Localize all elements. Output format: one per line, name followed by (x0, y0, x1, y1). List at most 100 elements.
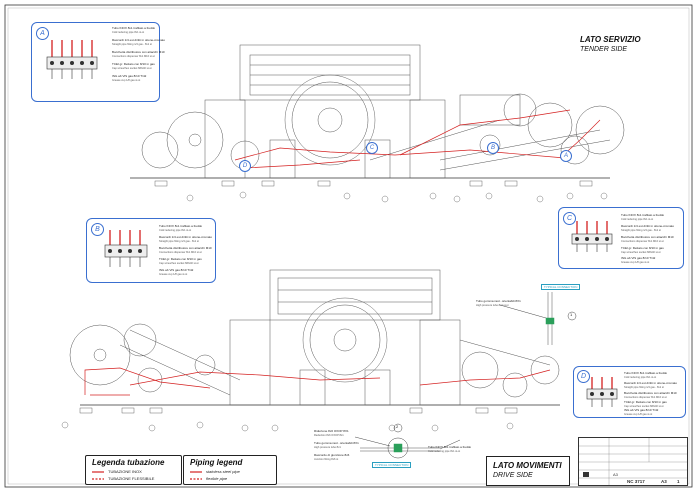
legend-en-swatches (190, 471, 202, 480)
detail-b-line-2: Raccordi 1/4 est diritti in ottone-croma… (159, 235, 213, 239)
detail-a-line-2: Raccordi 1/4 est diritti in ottone-croma… (112, 38, 166, 42)
detail-d-letter: D (577, 370, 590, 383)
title-block-grid (579, 438, 687, 485)
legend-en-title: Piping legend (190, 458, 243, 467)
typical-note-top-sub: High pressure tube 8x1 st-st (476, 304, 509, 307)
detail-d-line-2: Raccordi 1/4 est diritti in ottone-croma… (624, 381, 678, 385)
detail-b-line-5: ING ab VIS gas 8/10 T/42 (159, 268, 194, 272)
detail-d-line-4-sub: Cap screw/hex socket M8x40 st-st (624, 405, 664, 408)
typical-connection-bottom (354, 423, 461, 459)
legend-en-item-1: stainless steel pipe (206, 469, 240, 474)
detail-d-line-5: ING ab VIS gas 8/10 T/42 (624, 408, 659, 412)
detail-b-line-3-sub: Connections dispenser 8x1 M10 st-st (159, 251, 202, 254)
typical-note-bl2: Tubo gomma racc. orientabili 8X1 (314, 441, 359, 445)
typical-note-top: Tubo gomma racc. orientabili 8X1 (476, 299, 521, 303)
title-block: NC 3717 A3 1 A3 (578, 437, 688, 486)
sheet-border (4, 4, 693, 488)
detail-b-valve-icon (104, 230, 148, 267)
detail-a-line-4-sub: Cap screw/hex socket M8x40 st-st (112, 67, 152, 70)
detail-b-letter: B (91, 223, 104, 236)
detail-a-line-3-sub: Connections dispenser 8x1 M10 st-st (112, 55, 155, 58)
typical-note-bl2-sub: High pressure tube 8x1 (314, 446, 341, 449)
detail-a-line-2-sub: Straight pipe fitting 1/4 gas - 8x1 st (112, 43, 152, 46)
detail-c-line-1: Tubo INOX 8x1 trafilato a freddo (621, 213, 665, 217)
detail-a-line-4: TCEI gr. filettato con 8/10 in gas (112, 62, 155, 66)
detail-c-line-5: ING ab VIS gas 8/10 T/42 (621, 256, 656, 260)
detail-d-valve-icon (586, 377, 618, 407)
detail-a-line-3: Bocchetta distributore con attacchi M10 (112, 50, 165, 54)
marker-d: D (239, 160, 251, 172)
marker-b: B (487, 142, 499, 154)
detail-d-line-1-sub: Cold reducing pipe 8x1 st-st (624, 376, 657, 379)
typical-note-br: Tubo INOX 8x1 trafilato a freddo (428, 445, 472, 449)
detail-a-line-5: ING ab VIS gas 8/10 T/42 (112, 74, 147, 78)
typical-note-br-sub: Cold reducing pipe 8x1 st-st (428, 450, 461, 453)
detail-c-letter: C (563, 212, 576, 225)
typical-note-bl1: Riduzione 8x6 OXOP 8X1 (314, 429, 349, 433)
detail-d-line-5-sub: Grease cup 1/8 gas st-st (624, 412, 653, 416)
detail-b-line-5-sub: Grease cup 1/8 gas st-st (159, 273, 188, 276)
detail-a-line-1: Tubo INOX 8x1 trafilato a freddo (112, 26, 156, 30)
detail-b-line-1-sub: Cold reducing pipe 8x1 st-st (159, 229, 192, 232)
inner-border (7, 7, 690, 485)
top-view-title: LATO SERVIZIO (580, 35, 641, 44)
bottom-view-subtitle: DRIVE SIDE (493, 472, 533, 479)
typical-note-bl1-sub: Reduction 8x6 OXOP 8x1 (314, 434, 344, 437)
typical-callout-1: 1 (570, 312, 573, 317)
typical-connection-label-bottom: TYPICAL CONNECTION (372, 462, 412, 468)
drawing-number: NC 3717 (627, 479, 645, 484)
legend-it-item-2: TUBAZIONE FLESSIBILE (108, 476, 155, 481)
detail-b-line-1: Tubo INOX 8x1 trafilato a freddo (159, 224, 203, 228)
detail-c-line-2-sub: Straight pipe fitting 1/4 gas - 8x1 st (621, 229, 661, 232)
top-piping (234, 109, 601, 169)
marker-a: A (560, 150, 572, 162)
legend-it-title: Legenda tubazione (92, 458, 165, 467)
bottom-view-title-box: LATO MOVIMENTI DRIVE SIDE (486, 456, 570, 486)
detail-d-line-2-sub: Straight pipe fitting 1/4 gas - 8x1 st (624, 386, 664, 389)
bottom-piping (84, 367, 551, 396)
detail-a-line-5-sub: Grease cup 1/8 gas st-st (112, 79, 141, 82)
detail-d-line-3-sub: Connections dispenser 8x1 M10 st-st (624, 396, 667, 399)
detail-c-line-3-sub: Connections dispenser 8x1 M10 st-st (621, 240, 664, 243)
bottom-machine (61, 269, 560, 432)
sheet-number: 1 (677, 479, 680, 484)
typical-callout-2: 2 (396, 424, 399, 429)
typical-connection-label-top: TYPICAL CONNECTION (541, 284, 581, 290)
detail-b-box: B Tubo INOX 8x1 trafilato a freddo Cold … (86, 218, 216, 283)
top-machine (130, 44, 625, 203)
legend-it-item-1: TUBAZIONE INOX (108, 469, 142, 474)
typical-note-bl3: Raccordo di giunzione 8x6 (314, 453, 350, 457)
detail-markers (239, 142, 572, 172)
detail-c-box: C Tubo INOX 8x1 trafilato a freddo Cold … (558, 207, 684, 269)
legend-en-item-2: flexible pipe (206, 476, 228, 481)
marker-c: C (366, 142, 378, 154)
typical-connection-right (499, 292, 577, 345)
detail-c-line-5-sub: Grease cup 1/8 gas st-st (621, 261, 650, 264)
legend-english: Piping legend stainless steel pipe flexi… (183, 455, 277, 485)
detail-d-box: D Tubo INOX 8x1 trafilato a freddo Cold … (573, 366, 686, 418)
detail-a-valve-icon (46, 40, 98, 79)
legend-it-swatches (92, 471, 104, 480)
detail-a-line-1-sub: Cold reducing pipe 8x1 st-st (112, 31, 145, 34)
detail-d-line-3: Bocchetta distributore con attacchi M10 (624, 391, 677, 395)
typical-note-bl3-sub: Junction fitting 8x6 st (314, 458, 339, 461)
bottom-view-title: LATO MOVIMENTI (493, 461, 562, 470)
detail-d-line-1: Tubo INOX 8x1 trafilato a freddo (624, 371, 668, 375)
detail-b-line-4: TCEI gr. filettato con 8/10 in gas (159, 257, 202, 261)
sheet-code: A3 (613, 472, 618, 477)
detail-c-line-3: Bocchetta distributore con attacchi M10 (621, 235, 674, 239)
top-view-subtitle: TENDER SIDE (580, 46, 628, 53)
detail-d-line-4: TCEI gr. filettato con 8/10 in gas (624, 400, 667, 404)
detail-c-line-2: Raccordi 1/4 est diritti in ottone-croma… (621, 224, 675, 228)
detail-b-line-4-sub: Cap screw/hex socket M8x40 st-st (159, 262, 199, 265)
drawing-size: A3 (661, 479, 667, 484)
detail-c-line-4-sub: Cap screw/hex socket M8x40 st-st (621, 251, 661, 254)
detail-a-letter: A (36, 27, 49, 40)
detail-a-box: A Tubo INOX 8x1 trafilato a freddo Cold … (31, 22, 165, 102)
detail-b-line-2-sub: Straight pipe fitting 1/4 gas - 8x1 st (159, 240, 199, 243)
detail-c-line-4: TCEI gr. filettato con 8/10 in gas (621, 246, 664, 250)
legend-italian: Legenda tubazione TUBAZIONE INOX TUBAZIO… (85, 455, 182, 485)
detail-c-valve-icon (571, 221, 613, 252)
detail-c-line-1-sub: Cold reducing pipe 8x1 st-st (621, 218, 654, 221)
